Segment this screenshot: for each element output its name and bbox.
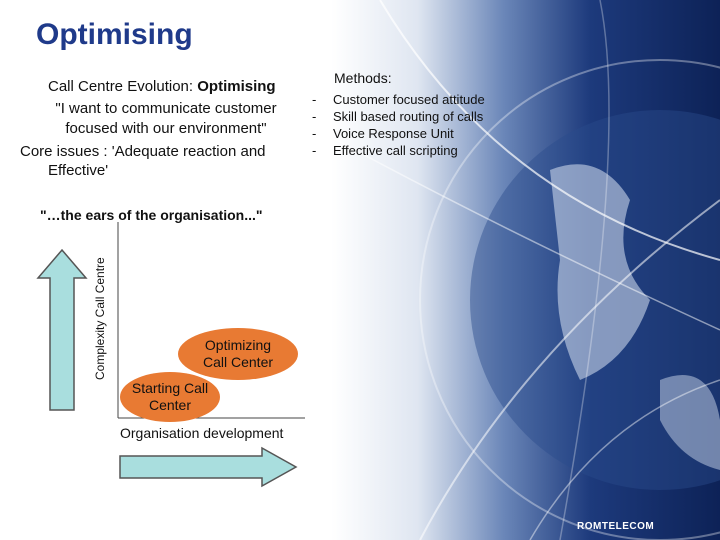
slide-title: Optimising xyxy=(36,18,193,51)
methods-item: -Customer focused attitude xyxy=(312,92,485,107)
methods-list: -Customer focused attitude -Skill based … xyxy=(312,91,485,159)
quote-line-1: "I want to communicate customer xyxy=(55,100,277,117)
evolution-line: Call Centre Evolution: Optimising xyxy=(48,78,276,95)
ears-quote: "…the ears of the organisation..." xyxy=(40,207,263,223)
x-axis-label: Organisation development xyxy=(120,425,284,441)
starting-label: Starting Call Center xyxy=(131,380,209,413)
methods-item: -Effective call scripting xyxy=(312,143,458,158)
core-issues-line-2: Effective' xyxy=(48,162,109,179)
y-axis-label: Complexity Call Centre xyxy=(93,257,107,380)
methods-heading: Methods: xyxy=(334,70,392,86)
methods-item: -Voice Response Unit xyxy=(312,126,454,141)
core-issues-line-1: Core issues : 'Adequate reaction and xyxy=(20,143,266,160)
starting-ellipse: Starting Call Center xyxy=(120,372,220,422)
romtelecom-logo: ROMTELECOM xyxy=(577,521,655,532)
optimizing-ellipse: Optimizing Call Center xyxy=(178,328,298,380)
methods-item: -Skill based routing of calls xyxy=(312,109,484,124)
evolution-prefix: Call Centre Evolution: xyxy=(48,78,198,95)
optimizing-label: Optimizing Call Center xyxy=(202,337,274,370)
evolution-emphasis: Optimising xyxy=(197,78,276,95)
right-arrow xyxy=(119,446,298,488)
up-arrow xyxy=(36,248,88,411)
quote-line-2: focused with our environment" xyxy=(65,120,267,137)
globe-graphic xyxy=(300,0,720,540)
